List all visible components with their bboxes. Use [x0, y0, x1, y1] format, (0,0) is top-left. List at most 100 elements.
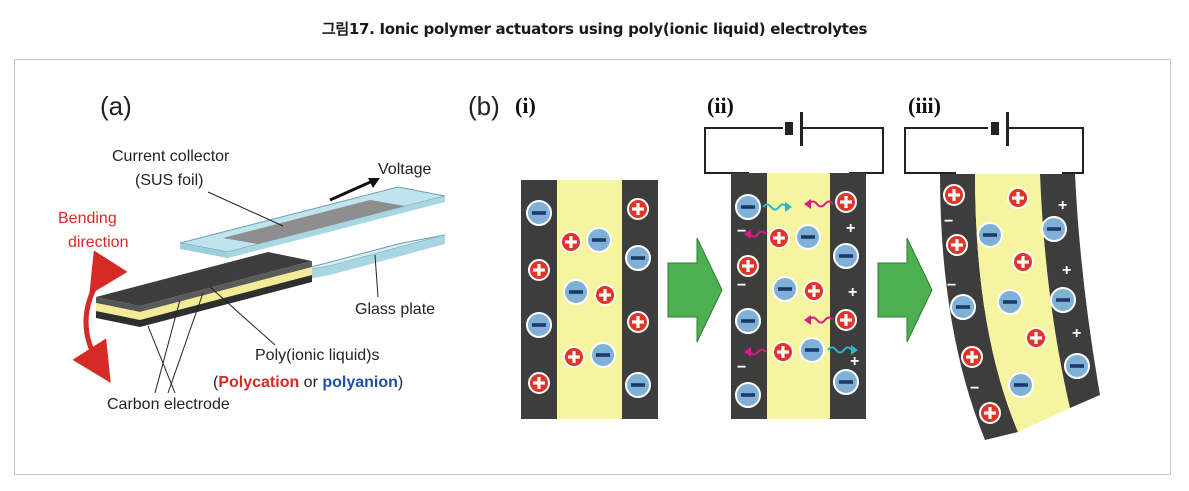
current-collector-label: Current collector: [112, 148, 230, 165]
poly-ionic-label: Poly(ionic liquid)s: [255, 347, 380, 364]
cation: [979, 402, 1001, 424]
plus-charge: +: [848, 284, 857, 301]
stage-ii-label: (ii): [707, 93, 734, 118]
anion: [833, 369, 859, 395]
carbon-electrode-label: Carbon electrode: [107, 396, 230, 413]
sus-foil-label: (SUS foil): [135, 172, 203, 189]
cation: [835, 309, 857, 331]
anion: [586, 227, 612, 253]
anion: [1050, 287, 1076, 313]
sus-foil: [223, 200, 405, 244]
paren-close: ): [398, 374, 403, 391]
or-label: or: [299, 374, 322, 391]
stage-ii-cell: − − − + + +: [704, 112, 884, 419]
battery-negative: [991, 122, 999, 135]
anion: [625, 372, 651, 398]
anion-migration-arrow: [827, 346, 853, 354]
actuator-top-electrode: [96, 252, 312, 306]
minus-charge: −: [737, 223, 746, 240]
bending-label-line1: Bending: [58, 210, 117, 227]
polymer-type-note: (Polycation or polyanion): [213, 374, 403, 391]
anion: [1008, 372, 1034, 398]
anion: [1064, 353, 1090, 379]
panel-b: (b) (i) (ii) (iii): [468, 91, 1100, 440]
plus-charge: +: [1062, 262, 1071, 279]
carbon-leader-3: [147, 325, 176, 394]
cation-migration-arrow: [808, 316, 834, 324]
cation-migration-arrow: [808, 200, 834, 208]
carbon-leader-2: [167, 292, 204, 394]
voltage-label: Voltage: [378, 161, 431, 178]
cation: [835, 191, 857, 213]
stage-i-label: (i): [515, 93, 536, 118]
battery-positive: [800, 112, 803, 146]
anion: [1041, 216, 1067, 242]
battery-positive: [1006, 112, 1009, 146]
poly-ionic-leader: [209, 286, 276, 346]
plus-charge: +: [1058, 197, 1067, 214]
glass-plate-label: Glass plate: [355, 301, 435, 318]
cation: [943, 184, 965, 206]
cation: [1025, 327, 1047, 349]
anion: [950, 294, 976, 320]
voltage-arrow: [329, 178, 376, 202]
cation: [803, 280, 825, 302]
cation-migration-arrow: [749, 348, 767, 356]
anion: [795, 224, 821, 250]
minus-charge: −: [970, 380, 979, 397]
cation: [594, 284, 616, 306]
circuit-wire-right: [803, 127, 884, 174]
bending-label-line2: direction: [68, 234, 128, 251]
plus-charge: +: [850, 353, 859, 370]
cation: [627, 198, 649, 220]
anion: [997, 289, 1023, 315]
cation: [560, 231, 582, 253]
anion: [833, 243, 859, 269]
cation: [528, 259, 550, 281]
anion: [526, 200, 552, 226]
anion: [735, 382, 761, 408]
anion: [526, 312, 552, 338]
minus-charge: −: [947, 277, 956, 294]
cation: [737, 255, 759, 277]
glass-plate-leader: [374, 254, 379, 298]
upper-glass-edge: [180, 243, 228, 258]
circuit-wire-left: [704, 127, 783, 174]
cation: [528, 372, 550, 394]
sus-foil-leader: [207, 191, 284, 227]
anion: [735, 194, 761, 220]
panel-a: (a) Voltage Current collector (SUS foil)…: [58, 91, 446, 413]
anion: [563, 279, 589, 305]
stage-iii-label: (iii): [908, 93, 941, 118]
stage-iii-cell: − − − + + +: [904, 112, 1100, 440]
transition-arrow-1: [667, 237, 723, 343]
panel-b-label: (b): [468, 91, 500, 121]
paren-open: (: [213, 374, 219, 391]
transition-arrow-2: [877, 237, 933, 343]
anion: [625, 245, 651, 271]
cation: [1007, 187, 1029, 209]
plus-charge: +: [846, 220, 855, 237]
panel-a-label: (a): [100, 91, 132, 121]
cation: [768, 227, 790, 249]
cation-migration-arrow: [749, 230, 767, 238]
anion: [977, 222, 1003, 248]
cation: [772, 341, 794, 363]
anion: [735, 308, 761, 334]
anion-migration-arrow: [762, 203, 788, 211]
cation: [1012, 251, 1034, 273]
plus-charge: +: [1072, 325, 1081, 342]
anion: [590, 342, 616, 368]
cation: [946, 234, 968, 256]
circuit-wire-left: [904, 127, 988, 174]
minus-charge: −: [737, 277, 746, 294]
carbon-leader-1: [154, 299, 181, 394]
cation: [961, 346, 983, 368]
cation: [563, 346, 585, 368]
figure-caption: 그림17. Ionic polymer actuators using poly…: [321, 20, 868, 38]
anion: [772, 276, 798, 302]
bending-arrow: [72, 250, 128, 383]
polyanion-label: polyanion: [322, 374, 398, 391]
cation: [627, 311, 649, 333]
